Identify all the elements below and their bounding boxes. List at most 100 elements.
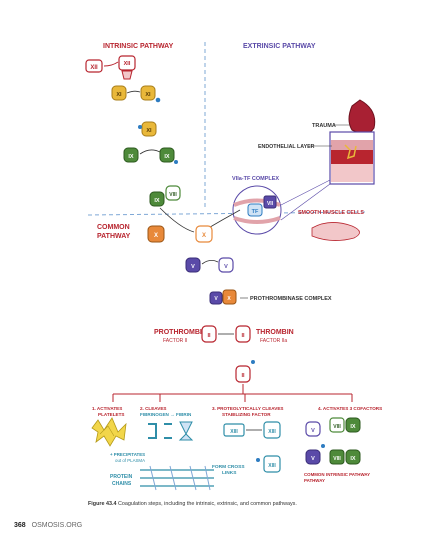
blood-vessel-icon [348,99,376,134]
arrow-v [201,260,219,265]
svg-text:X: X [154,233,158,239]
factor-iia-active-node: II [235,365,251,383]
activates-platelets-label-line2: PLATELETS [98,412,124,417]
svg-text:II: II [207,333,211,339]
factor-va-cofactor-node: V [305,449,321,465]
injury-mark [344,144,357,160]
factor-ix-node: IX [123,147,139,163]
trauma-label: TRAUMA [312,123,336,129]
membrane-lipid-bottom [233,216,281,224]
factor-iia-node: II [235,325,251,343]
arrow-xii [103,61,119,67]
factor-xia-active-node: XI [141,121,157,137]
tissue-factor-node: TF [247,203,263,217]
factor-xiiia-active-node: XIII [263,455,281,473]
factor-xi-node: XI [111,85,127,101]
factor-ii-label: FACTOR II [163,338,187,344]
svg-text:X: X [227,296,231,302]
proteolytic-cleave-label: 3. PROTEOLYTICALLY CLEAVES [212,406,283,411]
activated-platelets-icon [91,417,127,447]
smooth-muscle-cells-label: SMOOTH MUSCLE CELLS [298,210,364,216]
svg-text:XIII: XIII [268,463,276,469]
svg-text:XII: XII [124,61,131,67]
page-number: 368 [14,522,26,529]
factor-ixa-cofactor-node: IX [345,449,361,465]
svg-text:VIII: VIII [333,456,341,462]
factor-viii-cofactor-node: VIII [329,417,345,433]
svg-text:IX: IX [350,456,356,462]
out-of-plasma-label: out of PLASMA [115,458,145,463]
common-pathway-small-label-line2: PATHWAY [304,478,325,483]
svg-text:II: II [241,333,245,339]
endothelial-layer-label: ENDOTHELIAL LAYER [258,144,315,150]
factor-xiia-node: XII [118,55,136,80]
svg-text:V: V [311,456,315,462]
figure-number: Figure 43.4 [88,501,117,507]
svg-text:XII: XII [90,65,98,71]
protein-chains-label: PROTEIN [110,474,133,480]
extrinsic-pathway-heading: EXTRINSIC PATHWAY [243,43,316,50]
zoom-line-bottom [280,183,331,221]
svg-text:VII: VII [267,201,274,207]
factor-viia-node: VII [263,195,277,209]
smooth-muscle-cell-icon [311,222,360,241]
factor-viii-node: VIII [165,185,181,201]
svg-text:V: V [311,428,315,434]
thrombin-label: THROMBIN [256,329,294,336]
factor-va-node: V [218,257,234,273]
svg-text:TF: TF [252,209,259,215]
factor-viiia-cofactor-node: VIII [329,449,345,465]
intrinsic-pathway-small-label: INTRINSIC PATHWAY [326,472,370,477]
svg-text:XI: XI [146,128,152,134]
tissue-band [331,164,373,182]
factor-xii-node: XII [85,59,103,73]
fibrinogen-fibrin-label: FIBRINOGEN → FIBRIN [140,412,192,417]
svg-text:IX: IX [154,198,160,204]
figure-caption: Figure 43.4 Coagulation steps, including… [88,501,388,507]
factor-v-cofactor-node: V [305,421,321,437]
arrow-ix [139,149,161,155]
factor-ii-node: II [201,325,217,343]
calcium-ion-icon [251,360,255,364]
form-cross-links-label-line2: LINKS [222,470,237,476]
svg-text:XI: XI [116,92,122,98]
factor-x-node: X [147,225,165,243]
prothrombinase-complex-node: V X [209,289,237,305]
calcium-ion-icon [256,458,260,462]
page-footer: 368 OSMOSIS.ORG [14,522,82,529]
fibrinogen-icon [148,421,194,441]
site-name: OSMOSIS.ORG [31,522,83,529]
common-pathway-heading-line1: COMMON [97,224,130,231]
arrow-to-x [159,207,195,233]
activates-cofactors-label: 4. ACTIVATES 3 COFACTORS [318,406,382,411]
fibrin-mesh-icon [140,465,214,491]
calcium-ion-icon [155,97,161,103]
cleaves-label: 2. CLEAVES [140,406,166,411]
calcium-ion-icon [138,125,142,129]
svg-text:IX: IX [128,154,134,160]
factor-ixa-node: IX [159,147,175,163]
svg-text:XI: XI [145,92,151,98]
svg-text:V: V [214,296,218,302]
calcium-ion-icon [321,444,325,448]
factor-xiii-node: XIII [223,423,245,437]
zoom-line-top [280,179,331,206]
svg-text:V: V [224,264,228,270]
svg-text:XIII: XIII [268,429,276,435]
factor-xa-node: X [195,225,213,243]
stabilizing-factor-label: STABILIZING FACTOR [222,412,271,417]
factor-v-node: V [185,257,201,273]
precipitates-label: + PRECIPITATES [110,452,145,457]
common-pathway-heading-line2: PATHWAY [97,233,131,240]
factor-iia-label: FACTOR IIa [260,338,287,344]
arrow-xi [126,90,141,94]
svg-text:V: V [191,264,195,270]
figure-caption-text: Coagulation steps, including the intrins… [117,501,297,507]
pathway-divider-horizontal [87,211,369,216]
form-cross-links-label: FORM CROSS [212,464,245,470]
factor-xia-node: XI [140,85,156,101]
svg-text:VIII: VIII [169,192,177,198]
intrinsic-pathway-heading: INTRINSIC PATHWAY [103,43,174,50]
svg-text:XIII: XIII [230,429,238,435]
